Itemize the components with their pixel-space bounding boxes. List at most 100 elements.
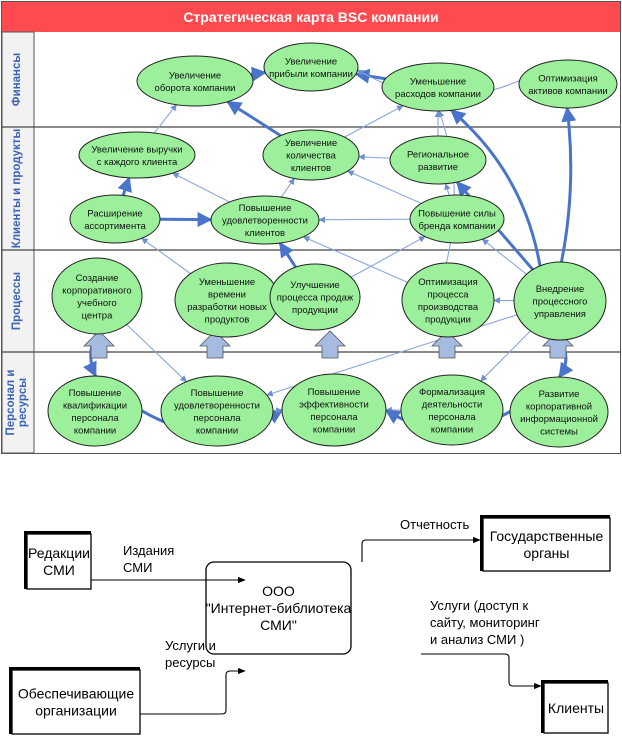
node-label: бренда компании xyxy=(418,221,495,232)
node-label: квалификации xyxy=(63,400,127,411)
link-p5-to-c6 xyxy=(481,238,527,275)
node-label: клиентов xyxy=(291,163,331,174)
node-label: Улучшение xyxy=(290,280,339,291)
node-label: персонала xyxy=(428,412,476,423)
link-p3-to-c5 xyxy=(278,241,297,269)
flow-label-publications: СМИ xyxy=(123,560,152,575)
context-diagram: ООО"Интернет-библиотекаСМИ"РедакцииСМИОб… xyxy=(9,515,611,735)
box-label: ООО xyxy=(262,583,295,599)
node-label: развитие xyxy=(418,162,458,173)
node-label: Развитие xyxy=(539,389,580,400)
node-label: Повышение силы xyxy=(418,208,496,219)
link-p2-to-c4 xyxy=(141,237,191,275)
box-label: Государственные xyxy=(490,528,604,544)
box-label: Клиенты xyxy=(548,700,604,716)
lane-header-finance xyxy=(1,31,35,128)
flow-services-resources-arrow xyxy=(140,667,246,715)
link-c6-to-c3 xyxy=(444,183,451,196)
lane-label-people: Персонал иресурсы xyxy=(5,369,29,435)
link-c1-to-f1 xyxy=(153,104,177,134)
box-label: органы xyxy=(524,545,570,561)
node-label: информационной xyxy=(520,414,598,425)
node-label: Создание xyxy=(76,273,119,284)
lane-label-finance: Финансы xyxy=(11,53,23,107)
node-c3: Региональное развитие xyxy=(389,135,487,185)
node-ellipse xyxy=(263,42,359,92)
node-label: Повышение xyxy=(239,203,292,214)
node-label: Повышение xyxy=(69,388,122,399)
node-ellipse xyxy=(401,262,495,338)
node-ellipse xyxy=(509,376,609,448)
link-p5-to-f4 xyxy=(559,106,577,263)
link-p4-to-c5 xyxy=(302,236,408,283)
link-p1-to-r2 xyxy=(126,324,187,383)
node-label: количества xyxy=(286,151,336,162)
node-label: компании xyxy=(313,424,355,435)
node-label: корпоративного xyxy=(62,285,131,296)
flow-label-services: и анализ СМИ ) xyxy=(430,632,524,647)
node-label: учебного xyxy=(77,298,116,309)
node-label: процессного xyxy=(533,297,588,308)
node-label: Увеличение xyxy=(285,138,337,149)
node-ellipse xyxy=(281,373,387,447)
link-p5-to-f3 xyxy=(450,109,542,267)
node-ellipse xyxy=(51,257,143,335)
node-label: компании xyxy=(431,424,473,435)
node-label: разработки новых xyxy=(187,302,267,313)
node-label: Увеличение xyxy=(169,70,221,81)
node-ellipse xyxy=(78,131,196,179)
node-label: Формализация xyxy=(419,387,485,398)
flow-label-services: сайту, мониторинг xyxy=(430,615,540,630)
flow-label-reporting: Отчетность xyxy=(400,517,469,532)
node-label: Увеличение xyxy=(285,56,337,67)
node-label: Региональное xyxy=(407,149,469,160)
link-p4-to-f3 xyxy=(437,110,455,264)
node-ellipse xyxy=(518,59,618,109)
box-label: СМИ xyxy=(43,562,75,578)
map-title: Стратегическая карта BSC компании xyxy=(183,9,438,25)
node-label: корпоративной xyxy=(526,401,592,412)
node-ellipse xyxy=(513,261,607,341)
node-label: центра xyxy=(82,310,113,321)
node-label: процесса xyxy=(427,289,469,300)
node-label: оборота компании xyxy=(155,83,236,94)
node-ellipse xyxy=(69,194,161,244)
node-label: Оптимизация xyxy=(418,277,478,288)
node-label: персонала xyxy=(193,413,241,424)
node-label: с каждого клиента xyxy=(97,157,178,168)
box-label: СМИ" xyxy=(260,617,297,633)
node-c6: Повышение силы бренда компании xyxy=(409,194,505,244)
link-c2-to-f1 xyxy=(226,100,282,137)
node-f1: Увеличение оборота компании xyxy=(136,55,254,107)
node-label: Повышение xyxy=(308,387,361,398)
node-label: активов компании xyxy=(528,86,607,97)
node-r5: Развитиекорпоративнойинформационнойсисте… xyxy=(509,376,609,448)
link-f1-to-f2 xyxy=(250,66,267,82)
link-c6-to-c2 xyxy=(347,170,422,204)
node-label: ассортимента xyxy=(84,221,146,232)
lane-header-people xyxy=(1,351,35,454)
link-c5-to-c1 xyxy=(172,172,230,203)
block-up-arrow-icon xyxy=(431,330,463,359)
link-c3-to-c2 xyxy=(358,153,391,161)
link-c2-to-f3 xyxy=(344,105,404,138)
flow-reporting-arrow xyxy=(361,536,481,562)
nodes: Увеличение оборота компании Увеличениеприб… xyxy=(47,42,618,448)
node-ellipse xyxy=(389,135,487,185)
flow-services-arrow xyxy=(421,653,542,690)
node-label: Повышение xyxy=(191,388,244,399)
box-label: "Интернет-библиотека xyxy=(206,600,352,616)
node-ellipse xyxy=(136,55,254,107)
link-c5-to-c2 xyxy=(280,177,295,198)
